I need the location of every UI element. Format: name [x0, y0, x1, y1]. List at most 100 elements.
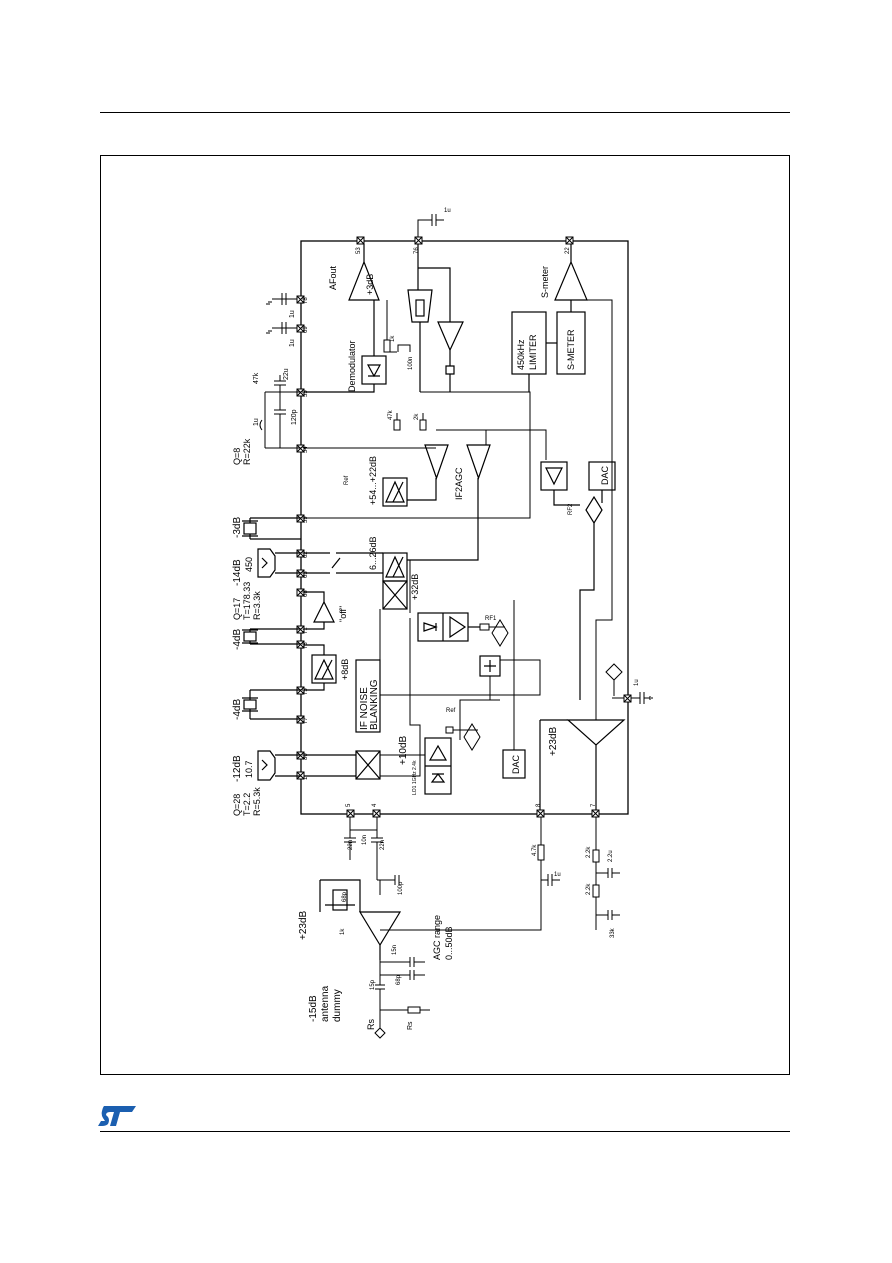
crystal2-gain: -4dB — [232, 629, 243, 650]
pin-label-22: 22 — [565, 247, 571, 254]
res-47k: 47k — [388, 409, 394, 420]
cap-15p: 15p — [370, 979, 376, 990]
ic-boundary — [300, 240, 629, 815]
rf1-pot — [479, 619, 509, 647]
cap-100p: 100p — [398, 881, 404, 895]
smeter-amp — [554, 244, 588, 301]
amp-8db — [304, 644, 337, 691]
detector-block — [417, 612, 480, 642]
antenna-level: -15dB — [308, 995, 319, 1022]
cap-68p-lna: 68p — [342, 891, 348, 902]
right-external — [605, 663, 653, 704]
pin-label-77: 77 — [303, 717, 309, 724]
mixer1-detail: LO1 1GHz 2.4k — [412, 760, 418, 795]
ref2-label: Ref — [446, 708, 456, 714]
mixer2-range: 6...26dB — [368, 536, 378, 570]
mode-switch — [407, 244, 464, 392]
crystal-1 — [242, 689, 301, 720]
cap-22u: 22u — [283, 368, 290, 380]
filter-10-7 — [257, 750, 301, 781]
if2-amp-block — [382, 477, 408, 507]
filter1-q: Q=28 — [232, 794, 242, 816]
pin-label-4: 4 — [372, 803, 378, 807]
mixer1-block — [304, 750, 381, 780]
pin-22 — [565, 236, 574, 245]
antenna-source: Rs — [366, 1019, 376, 1030]
afout-label: AFout — [328, 265, 338, 290]
dac2-label: DAC — [600, 465, 610, 485]
lna-gain: +23dB — [298, 910, 309, 940]
pin-label-7: 7 — [591, 803, 597, 807]
filter4-gain: -14dB — [232, 559, 243, 586]
demod-tank — [259, 375, 301, 449]
lna-block — [319, 879, 402, 960]
cap-15n: 15n — [392, 945, 398, 955]
filter1-gain: -12dB — [232, 755, 243, 782]
agc-range-title: AGC range — [432, 915, 442, 960]
rf1-label: RF1 — [485, 616, 497, 622]
cap-22n-a: 22n — [348, 840, 354, 850]
agc-detector-block — [424, 737, 452, 795]
if2agc-triangles — [407, 444, 491, 561]
pin-label-63: 63 — [303, 571, 309, 578]
if2-amp-range: +54...+22dB — [368, 456, 378, 505]
pin-label-53: 53 — [356, 247, 362, 254]
header-rule — [100, 112, 790, 113]
pin-8 — [536, 809, 545, 818]
decoupling-caps — [266, 293, 297, 334]
cap-1u-pin78: 1u — [289, 310, 296, 318]
res-2k2-b: 2.2k — [586, 883, 592, 895]
routing — [379, 299, 624, 777]
cap-1u-top: 1u — [444, 208, 451, 214]
cap-1u-bottom: 1u — [554, 872, 561, 878]
mixer2-gain: +32dB — [410, 574, 420, 600]
cap-120p: 120p — [291, 409, 298, 425]
pin-label-55: 55 — [303, 390, 309, 397]
crystal-3 — [242, 517, 301, 540]
top-pins — [356, 236, 574, 245]
filter1-t: T=2.2 — [242, 793, 252, 816]
demodulator-label: Demodulator — [347, 340, 357, 392]
ref-label: Ref — [344, 475, 350, 485]
pin-label-75: 75 — [303, 688, 309, 695]
afout-gain: +3dB — [365, 274, 375, 295]
limiter-block — [511, 300, 586, 392]
diagram-frame — [100, 155, 790, 1075]
off-triangle — [304, 591, 335, 630]
summing-block — [479, 655, 501, 677]
pin-numbers: 1 80 77 75 73 71 68 63 62 59 54 55 69 78… — [303, 247, 597, 807]
pin-label-54: 54 — [303, 446, 309, 453]
pin-label-62: 62 — [303, 551, 309, 558]
filter4-value: 450 — [244, 557, 254, 572]
pin-label-78: 78 — [303, 297, 309, 304]
cap-100n-internal: 100n — [408, 357, 414, 370]
demod-r: R=22k — [242, 438, 252, 465]
amp-8db-label: +8dB — [340, 659, 350, 680]
smeter-output-label: S-meter — [540, 266, 550, 298]
internal-bus — [304, 391, 547, 519]
antenna-r: Rs — [407, 1021, 414, 1030]
limiter-freq: 450kHz — [516, 339, 526, 370]
res-4k7: 4.7k — [532, 844, 538, 856]
bottom-external — [344, 817, 620, 931]
pin-label-76: 76 — [414, 247, 420, 254]
right-pin — [623, 694, 632, 703]
pin-53 — [356, 236, 365, 245]
pin-78 — [296, 295, 305, 304]
pin-76 — [414, 236, 423, 245]
pin-7b — [591, 809, 600, 818]
antenna-dummy — [374, 957, 430, 1039]
buffer-dac2 — [540, 461, 616, 700]
pin-label-69: 69 — [303, 326, 309, 333]
demodulator-block — [304, 300, 387, 393]
footer-rule — [100, 1131, 790, 1132]
pin-label-68: 68 — [303, 590, 309, 597]
demod-q: Q=8 — [232, 448, 242, 465]
dac1-label: DAC — [511, 754, 521, 774]
pin-label-73: 73 — [303, 642, 309, 649]
cap-10n: 10n — [362, 835, 368, 845]
pin-5 — [346, 809, 355, 818]
filter3-r: R=3.3k — [252, 591, 262, 620]
noise-blanking-block — [355, 659, 381, 733]
res-2k: 2k — [414, 413, 420, 420]
